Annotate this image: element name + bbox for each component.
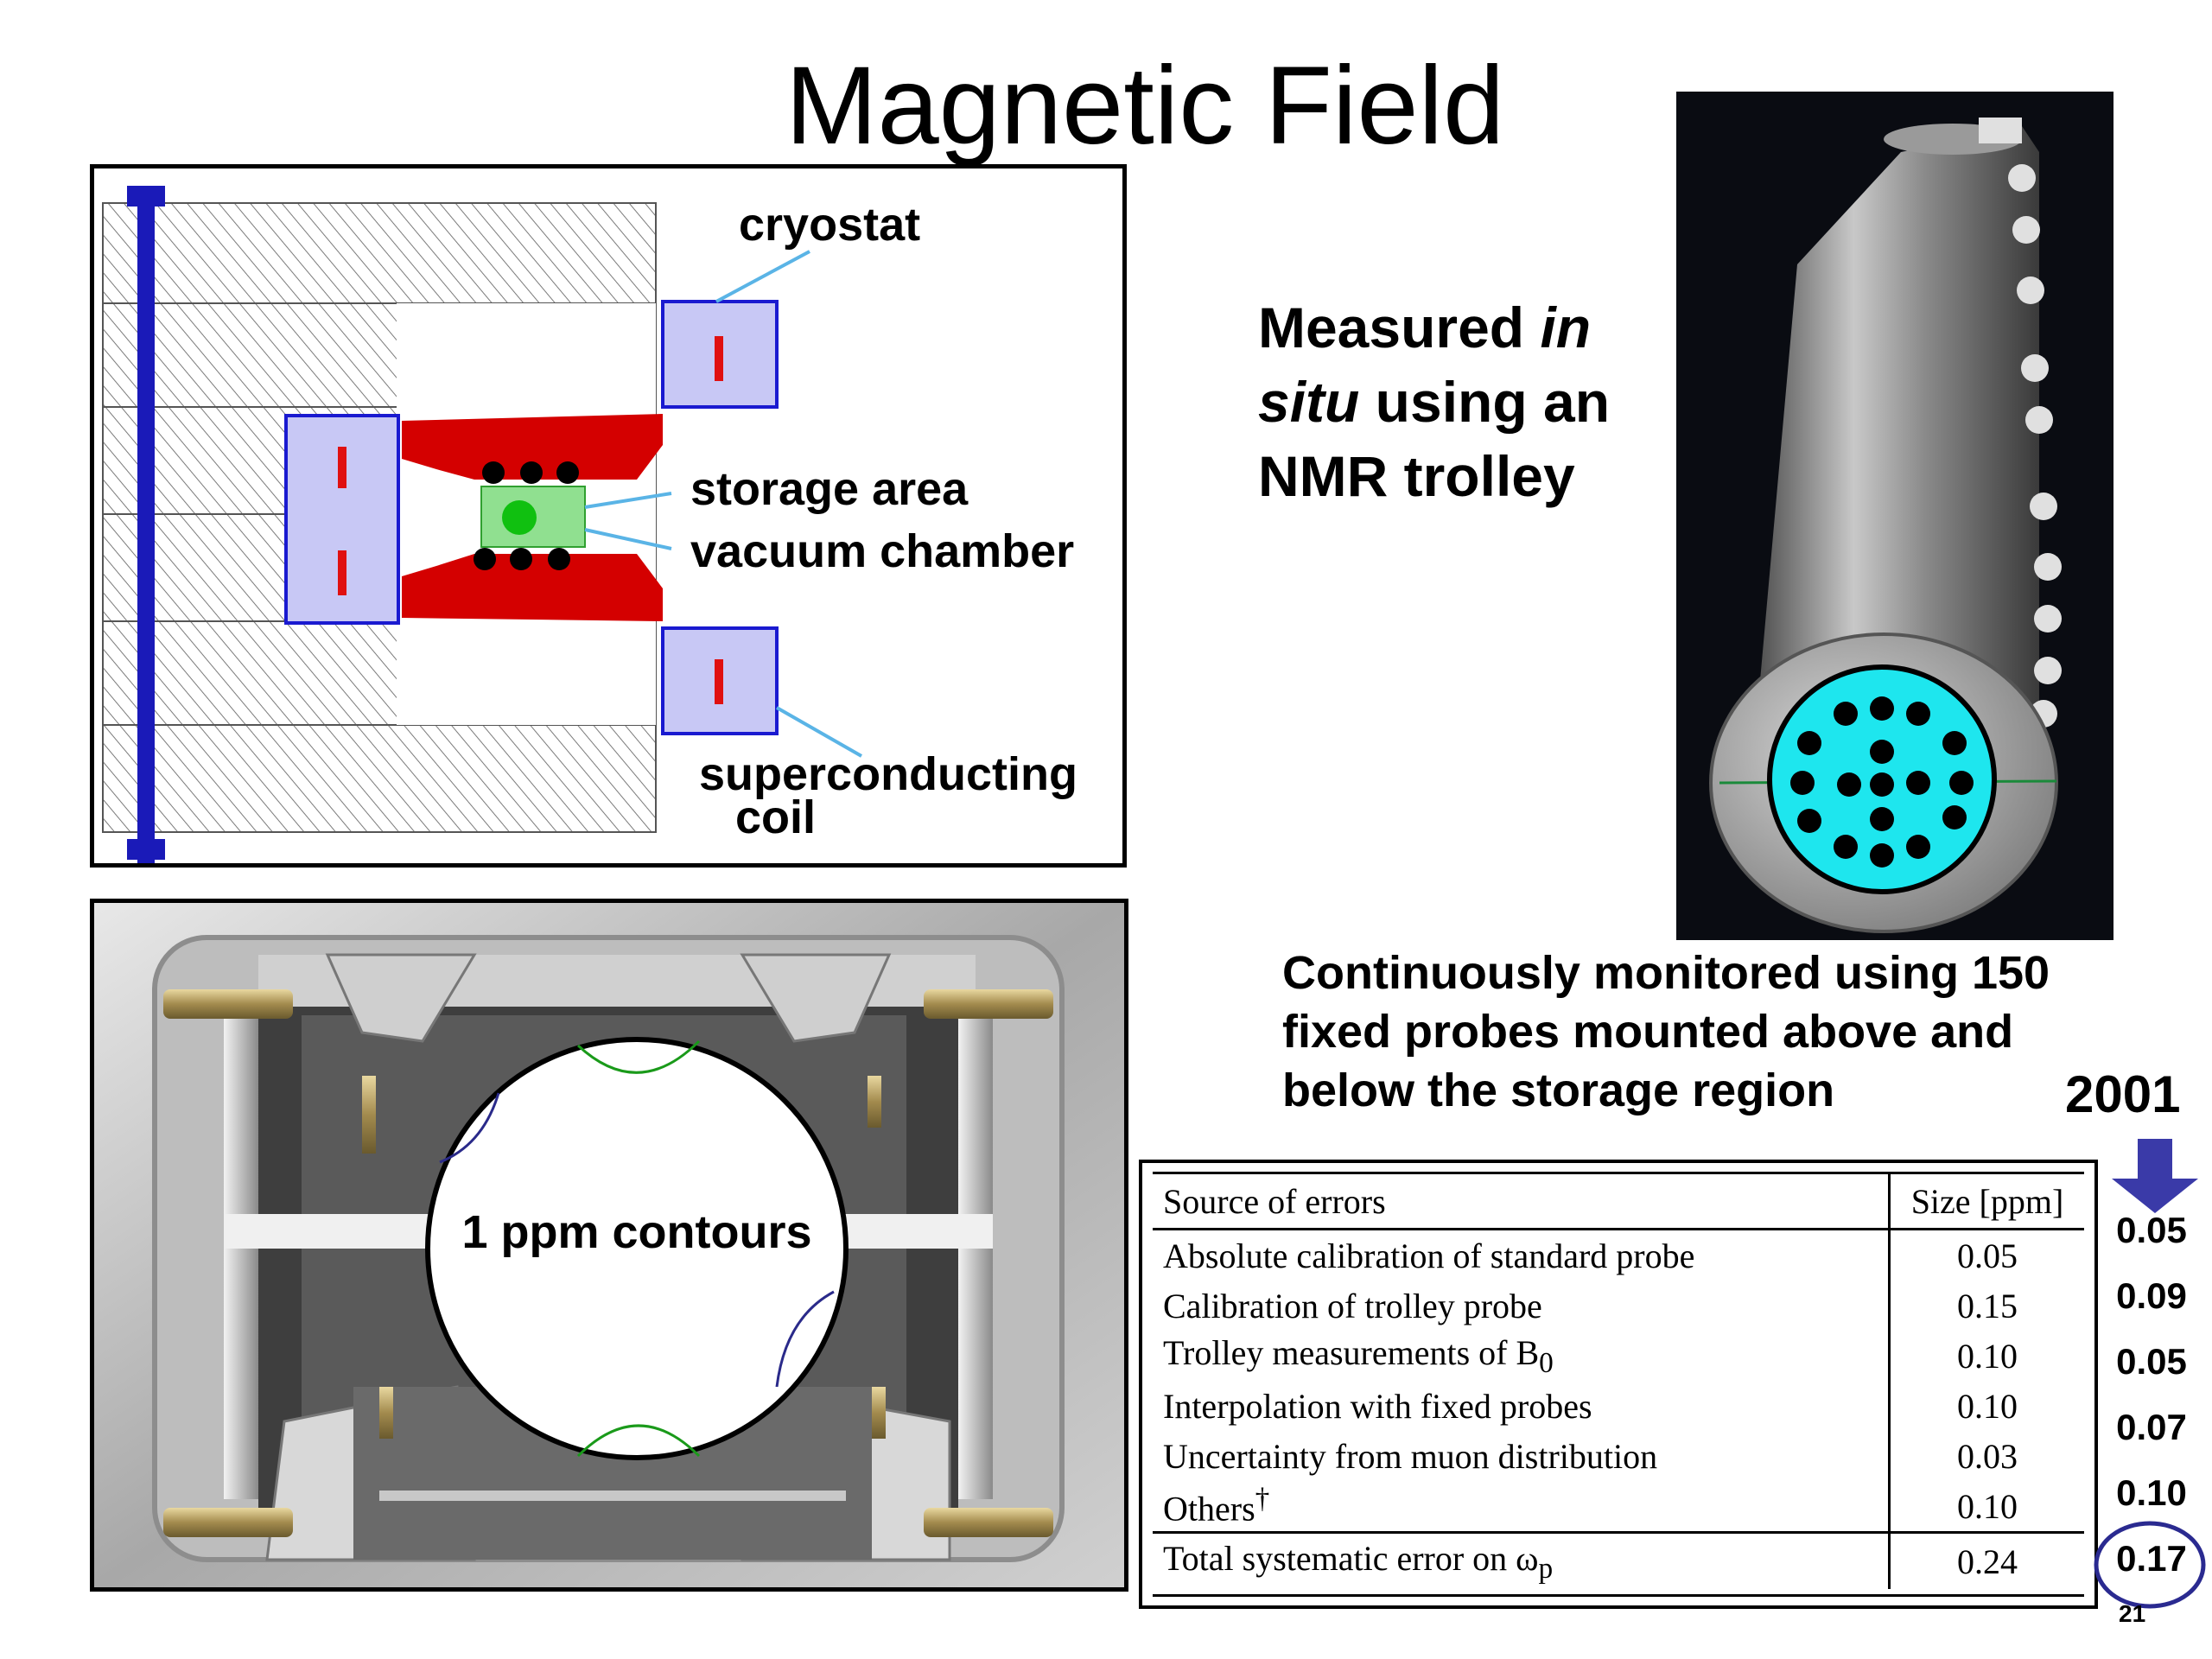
table-row: Uncertainty from muon distribution 0.03 (1153, 1431, 2084, 1481)
table-row: Trolley measurements of B0 0.10 (1153, 1331, 2084, 1381)
trolley-probe-dots (1790, 696, 1974, 868)
table-row: Absolute calibration of standard probe 0… (1153, 1229, 2084, 1281)
contour-line-bottom (576, 1424, 701, 1458)
table-row: Others† 0.10 (1153, 1481, 2084, 1533)
measured-in-situ-text: Measured in situ using an NMR trolley (1258, 296, 1611, 508)
yoke-plate-6 (102, 724, 657, 833)
header-size: Size [ppm] (1888, 1174, 2084, 1230)
chamber-photo-svg (94, 903, 1124, 1587)
contour-line-left (439, 1092, 500, 1164)
fixed-probes-text: Continuously monitored using 150 fixed p… (1282, 947, 2050, 1116)
page-title: Magnetic Field (785, 44, 1505, 168)
value-2001: 0.05 (2116, 1341, 2187, 1382)
value-2001: 0.10 (2116, 1472, 2187, 1513)
value-2001: 0.05 (2116, 1210, 2187, 1250)
systematic-error-table: Source of errors Size [ppm] Absolute cal… (1139, 1160, 2098, 1609)
page-number: 21 (2119, 1600, 2146, 1627)
trolley-photo-svg (1676, 92, 2113, 940)
value-2001: 0.07 (2116, 1407, 2187, 1447)
yoke-shaft (137, 186, 155, 863)
pole-piece-top (402, 414, 663, 480)
header-source: Source of errors (1153, 1174, 1890, 1230)
down-arrow-icon (2112, 1139, 2198, 1213)
contour-circle (425, 1037, 849, 1460)
table-row: Interpolation with fixed probes 0.10 (1153, 1381, 2084, 1431)
yoke-plate-1 (102, 202, 657, 304)
vacuum-chamber-photo: 1 ppm contours (90, 899, 1128, 1592)
probe-stems (1979, 118, 2062, 728)
pole-piece-bottom (402, 554, 663, 621)
muon-beam (502, 500, 537, 535)
nmr-trolley-photo (1676, 92, 2113, 940)
label-superconducting-coil: superconducting coil (699, 748, 1078, 843)
value-2001-total: 0.17 (2116, 1538, 2187, 1579)
label-vacuum-chamber: vacuum chamber (690, 525, 1075, 577)
magnet-cross-section-diagram: cryostat storage area vacuum chamber sup… (90, 164, 1127, 868)
total-highlight-circle-icon (2094, 1521, 2206, 1609)
contour-line-right (775, 1290, 835, 1388)
contour-line-top (576, 1039, 701, 1074)
label-storage-area: storage area (690, 463, 969, 515)
error-table: Source of errors Size [ppm] Absolute cal… (1153, 1174, 2084, 1589)
table-total-row: Total systematic error on ωp 0.24 (1153, 1531, 2084, 1589)
label-cryostat: cryostat (739, 199, 921, 251)
value-2001: 0.09 (2116, 1275, 2187, 1316)
year-label: 2001 (2065, 1065, 2181, 1123)
contour-label: 1 ppm contours (461, 1206, 812, 1258)
magnet-diagram-svg (102, 186, 862, 863)
table-header-row: Source of errors Size [ppm] (1153, 1174, 2084, 1230)
table-row: Calibration of trolley probe 0.15 (1153, 1281, 2084, 1331)
